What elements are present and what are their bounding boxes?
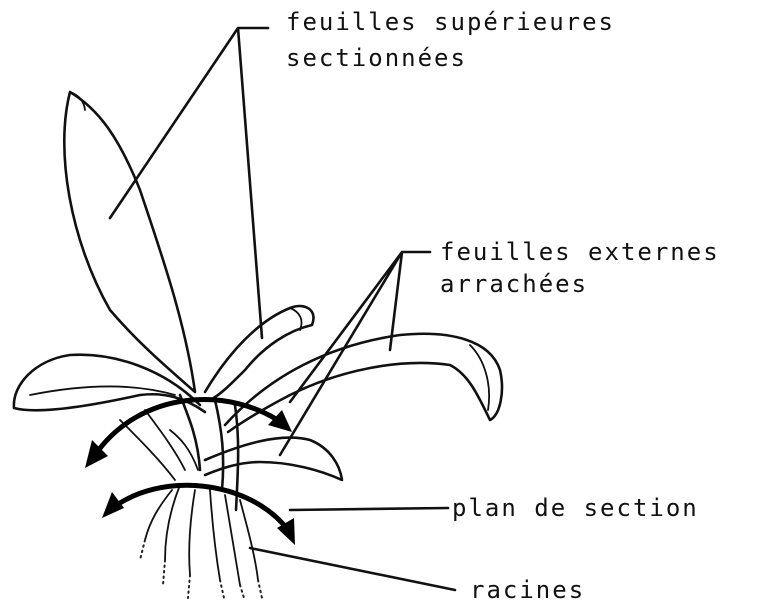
leader-roots: [250, 548, 455, 590]
section-arrow-lower: [110, 485, 288, 530]
section-arrow-upper: [95, 400, 285, 455]
leader-upper-leaves: [110, 28, 268, 338]
label-upper-leaves-line1: feuilles supérieures: [286, 8, 615, 36]
outer-leaf-lower: [205, 438, 342, 480]
upper-leaf-tall: [64, 92, 195, 392]
leader-outer-leaves: [280, 252, 430, 455]
roots: [145, 485, 258, 585]
label-section-plane: plan de section: [452, 494, 699, 522]
upper-leaf-small: [205, 306, 313, 400]
leader-section-plane: [290, 508, 448, 510]
label-outer-leaves-line1: feuilles externes: [440, 238, 720, 266]
label-outer-leaves-line2: arrachées: [440, 270, 588, 298]
label-upper-leaves-line2: sectionnées: [286, 44, 467, 72]
